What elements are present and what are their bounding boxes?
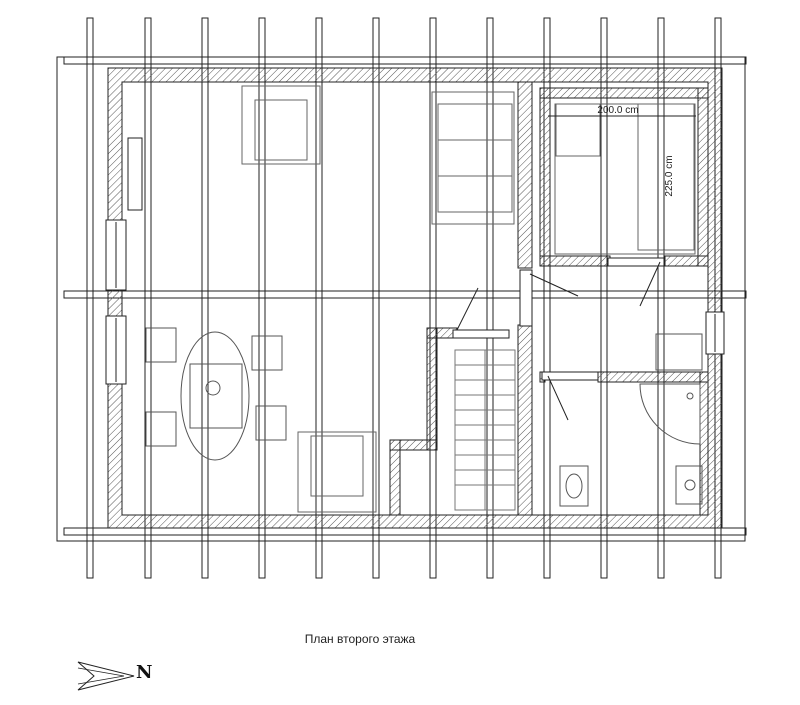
bath-cabinet bbox=[655, 333, 703, 371]
north-arrow-icon bbox=[77, 661, 135, 691]
dimension-width-label: 200.0 cm bbox=[597, 105, 638, 116]
armchair-bottom bbox=[297, 431, 377, 513]
staircase bbox=[454, 349, 516, 511]
horizontal-beams bbox=[56, 56, 747, 542]
north-label: N bbox=[136, 662, 153, 683]
plan-title: План второго этажа bbox=[304, 632, 416, 646]
washbasin bbox=[675, 465, 703, 505]
interior-walls bbox=[389, 81, 709, 516]
bed bbox=[548, 102, 696, 255]
toilet bbox=[559, 465, 589, 507]
doors bbox=[452, 257, 665, 421]
dining-table bbox=[145, 327, 287, 461]
sofa bbox=[431, 91, 515, 225]
dimension-length-label: 225.0 cm bbox=[664, 155, 675, 196]
armchair-top bbox=[241, 85, 321, 165]
shower bbox=[639, 383, 701, 445]
windows bbox=[105, 137, 725, 385]
